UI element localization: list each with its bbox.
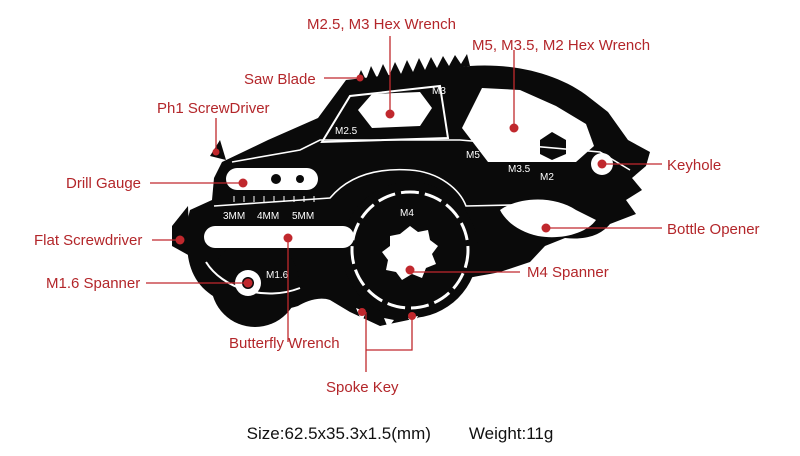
- hex-notches: [540, 132, 566, 160]
- size-spec: Size:62.5x35.3x1.5(mm): [246, 424, 431, 443]
- body-line-bottom: [213, 168, 561, 207]
- label-m16-spanner: M1.6 Spanner: [46, 275, 140, 292]
- label-spoke-key: Spoke Key: [326, 379, 399, 396]
- label-saw-blade: Saw Blade: [244, 71, 316, 88]
- label-hex-m25-m3: M2.5, M3 Hex Wrench: [307, 16, 456, 33]
- spec-footer: Size:62.5x35.3x1.5(mm) Weight:11g: [0, 424, 800, 444]
- tool-cutouts: [204, 84, 631, 328]
- callout-labels: M2.5, M3 Hex Wrench M5, M3.5, M2 Hex Wre…: [34, 16, 760, 396]
- label-flat-screwdriver: Flat Screwdriver: [34, 232, 142, 249]
- m4-gear-hole: [382, 226, 438, 280]
- hex-hole-m25-m3: [358, 92, 432, 128]
- engrave-m3: M3: [432, 86, 446, 97]
- spoke-key-notches: [356, 308, 418, 328]
- saw-blade-teeth: [356, 54, 470, 82]
- label-ph1-screwdriver: Ph1 ScrewDriver: [157, 100, 270, 117]
- label-hex-m5-m35-m2: M5, M3.5, M2 Hex Wrench: [472, 37, 650, 54]
- label-drill-gauge: Drill Gauge: [66, 175, 141, 192]
- engrave-m4: M4: [400, 208, 414, 219]
- engrave-m5: M5: [466, 150, 480, 161]
- engrave-3mm: 3MM: [223, 211, 245, 222]
- weight-spec: Weight:11g: [468, 424, 554, 443]
- label-m4-spanner: M4 Spanner: [527, 264, 609, 281]
- engravings: M3 M2.5 M5 M3.5 M2 3MM 4MM 5MM M4 M1.6: [223, 86, 554, 281]
- label-bottle-opener: Bottle Opener: [667, 221, 760, 238]
- engrave-m2: M2: [540, 172, 554, 183]
- engrave-m25: M2.5: [335, 126, 358, 137]
- flat-screwdriver-tip: [172, 206, 190, 256]
- label-butterfly-wrench: Butterfly Wrench: [229, 335, 340, 352]
- flat-screwdriver-slot: [204, 226, 354, 248]
- engrave-5mm: 5MM: [292, 211, 314, 222]
- m4-wheel-white-ring: [350, 190, 470, 310]
- engrave-m35: M3.5: [508, 164, 531, 175]
- label-keyhole: Keyhole: [667, 157, 721, 174]
- engrave-m16: M1.6: [266, 270, 289, 281]
- gauge-ticks: [233, 196, 315, 202]
- engrave-4mm: 4MM: [257, 211, 279, 222]
- leader-lines: [146, 36, 662, 372]
